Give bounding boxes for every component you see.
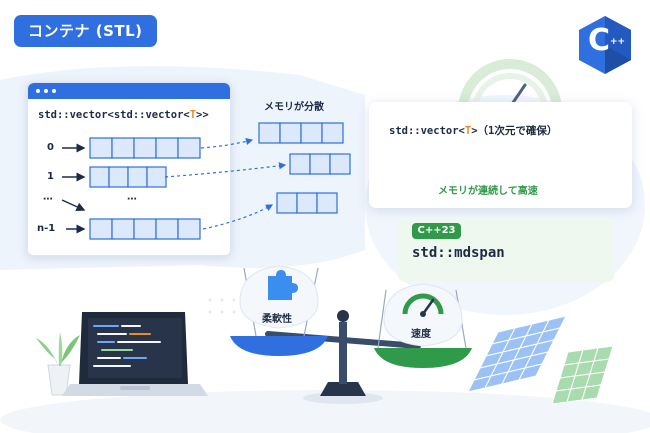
contiguous-caption: メモリが連続して高速 <box>438 186 538 197</box>
balance-scale-icon <box>230 265 472 404</box>
window-dot <box>52 89 56 93</box>
scattered-memory-cell <box>321 122 344 144</box>
scattered-memory-label: メモリが分散 <box>264 102 324 113</box>
speedometer-icon <box>402 293 444 317</box>
scattered-memory-cell <box>329 153 351 175</box>
memory-cell <box>177 218 201 240</box>
row-label: 0 <box>47 142 54 153</box>
window-dot <box>36 89 40 93</box>
plant-icon <box>36 332 80 396</box>
scattered-memory-cell <box>316 192 338 214</box>
cpp-logo-plus: ++ <box>610 37 626 47</box>
window-dot <box>44 89 48 93</box>
contiguous-vector-type: std::vector<T>（1次元で確保） <box>389 125 558 137</box>
window-titlebar <box>28 83 230 99</box>
row-label: ⋯ <box>43 194 53 205</box>
nested-vector-type: std::vector<std::vector<T>> <box>38 109 209 121</box>
contiguous-vector-card <box>369 102 632 208</box>
laptop-icon <box>62 312 208 396</box>
row-label: 1 <box>47 171 54 182</box>
memory-cell <box>177 137 201 159</box>
mdspan-name: std::mdspan <box>412 245 505 261</box>
row-label: n-1 <box>37 223 56 234</box>
flexibility-label: 柔軟性 <box>262 314 292 325</box>
vertical-dots: ⋯ <box>127 194 137 205</box>
speed-label: 速度 <box>411 329 431 340</box>
cpp-logo-letter: C <box>588 23 611 58</box>
cpp-logo-icon <box>579 16 631 74</box>
iso-grid-cell <box>581 384 602 401</box>
puzzle-icon <box>268 270 298 300</box>
iso-grid-cell <box>518 363 543 381</box>
page-title: コンテナ (STL) <box>14 15 157 47</box>
cpp23-badge: C++23 <box>412 223 461 239</box>
